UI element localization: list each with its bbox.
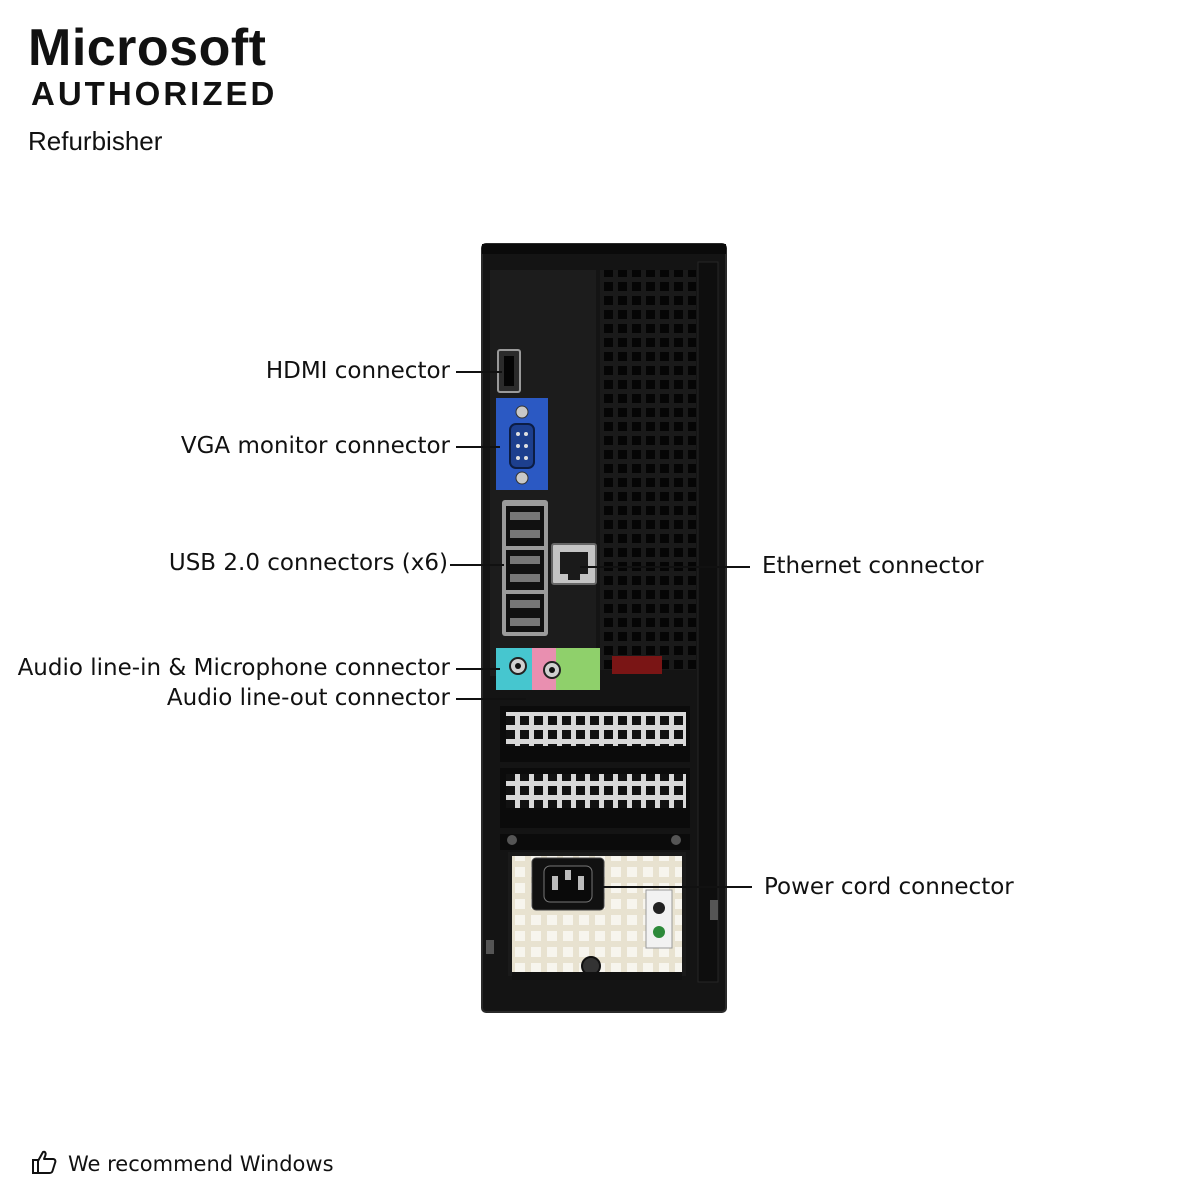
hdmi-connector-label: HDMI connector [265, 358, 450, 384]
usb-ports [502, 500, 548, 636]
recommendation-footer: We recommend Windows [30, 1148, 334, 1180]
rear-vent-grille [600, 270, 696, 670]
brand-name: Microsoft [28, 19, 267, 77]
ethernet-port [551, 543, 597, 585]
authorized-label: AUTHORIZED [31, 75, 278, 112]
audio-line-out-label: Audio line-out connector [166, 685, 450, 711]
vga-leader-line [456, 446, 500, 448]
power-cord-connector-label: Power cord connector [764, 874, 1014, 900]
refurbisher-label: Refurbisher [28, 126, 163, 156]
audio-out-leader-line [456, 698, 526, 700]
vga-port [496, 398, 548, 490]
power-leader-line [596, 886, 752, 888]
recommend-windows-text: We recommend Windows [68, 1152, 334, 1176]
usb-leader-line [450, 564, 504, 566]
usb-connectors-label: USB 2.0 connectors (x6) [168, 550, 448, 576]
power-supply [508, 852, 686, 980]
audio-line-in-mic-label: Audio line-in & Microphone connector [17, 655, 450, 681]
microsoft-authorized-badge: Microsoft AUTHORIZED Refurbisher [28, 20, 277, 156]
ethernet-leader-line [580, 566, 750, 568]
thumbs-up-icon [30, 1148, 58, 1180]
audio-ports [496, 648, 600, 690]
expansion-slots [500, 706, 690, 850]
ethernet-connector-label: Ethernet connector [762, 553, 984, 579]
vga-connector-label: VGA monitor connector [180, 433, 450, 459]
hdmi-leader-line [456, 371, 502, 373]
audio-in-leader-line [456, 668, 500, 670]
